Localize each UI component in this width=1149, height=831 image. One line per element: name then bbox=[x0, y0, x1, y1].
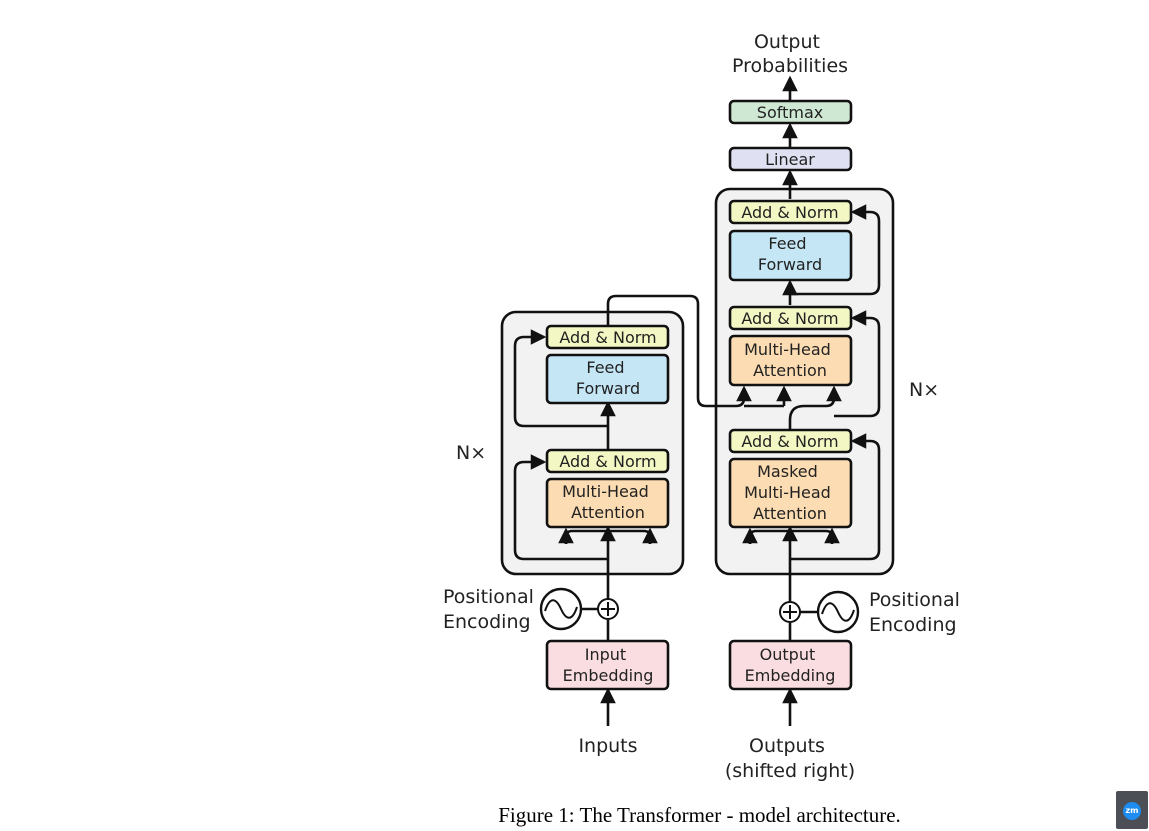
decoder-feed-forward-label: Feed Forward bbox=[758, 234, 822, 274]
decoder-add-norm-bottom-label: Add & Norm bbox=[741, 432, 838, 451]
cross-wires bbox=[606, 294, 792, 408]
encoder-feed-forward bbox=[545, 353, 670, 405]
encoder-add-norm-bottom bbox=[545, 448, 670, 474]
zm-logo-icon: zm bbox=[1123, 802, 1141, 820]
input-add-icon bbox=[597, 598, 619, 620]
encoder-add-norm-bottom-label: Add & Norm bbox=[559, 452, 656, 471]
decoder-cross-attention bbox=[728, 334, 853, 387]
output-sine-wave-icon bbox=[816, 590, 860, 634]
inputs-label: Inputs bbox=[578, 735, 637, 757]
output-probabilities-label: Output Probabilities bbox=[732, 31, 848, 77]
linear-label: Linear bbox=[765, 150, 815, 169]
input-embedding bbox=[545, 639, 670, 691]
output-embedding bbox=[728, 639, 853, 691]
decoder-masked-attention bbox=[728, 457, 853, 529]
encoder-add-norm-top-label: Add & Norm bbox=[559, 328, 656, 347]
decoder-feed-forward bbox=[728, 229, 853, 282]
decoder-wires bbox=[742, 75, 881, 726]
decoder-add-norm-top bbox=[728, 199, 853, 225]
decoder-add-norm-bottom bbox=[728, 428, 853, 454]
output-add-icon bbox=[779, 601, 801, 623]
decoder-masked-attention-label: Masked Multi-Head Attention bbox=[744, 462, 836, 523]
encoder-repeat-label: N× bbox=[456, 442, 486, 464]
input-embedding-label: Input Embedding bbox=[563, 645, 654, 685]
zm-badge-button[interactable]: zm bbox=[1116, 791, 1148, 829]
encoder-attention-label: Multi-Head Attention bbox=[562, 482, 654, 522]
output-positional-label: Positional Encoding bbox=[869, 589, 966, 636]
decoder-repeat-label: N× bbox=[909, 379, 939, 401]
encoder-attention bbox=[545, 477, 670, 529]
input-sine-wave-icon bbox=[539, 587, 583, 631]
decoder-add-norm-top-label: Add & Norm bbox=[741, 203, 838, 222]
decoder-add-norm-mid-label: Add & Norm bbox=[741, 309, 838, 328]
decoder-add-norm-mid bbox=[728, 305, 853, 331]
outputs-label: Outputs (shifted right) bbox=[725, 735, 855, 782]
figure-caption: Figure 1: The Transformer - model archit… bbox=[498, 803, 901, 827]
softmax-label: Softmax bbox=[757, 103, 823, 122]
softmax-block bbox=[728, 99, 853, 125]
decoder-cross-attention-label: Multi-Head Attention bbox=[744, 340, 836, 380]
encoder-wires bbox=[513, 310, 658, 726]
encoder-add-norm-top bbox=[545, 324, 670, 350]
encoder-feed-forward-label: Feed Forward bbox=[576, 358, 640, 398]
input-positional-label: Positional Encoding bbox=[443, 586, 540, 633]
output-embedding-label: Output Embedding bbox=[745, 645, 836, 685]
linear-block bbox=[728, 146, 853, 172]
encoder-stack bbox=[500, 310, 685, 576]
